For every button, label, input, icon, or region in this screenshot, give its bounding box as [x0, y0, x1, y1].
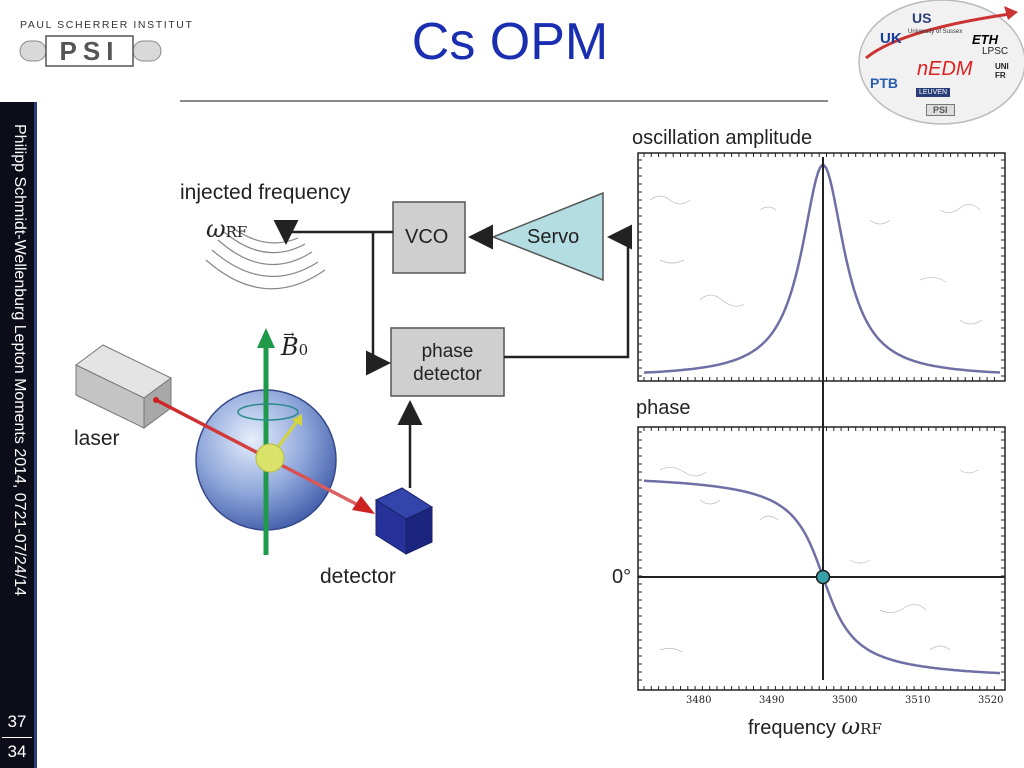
- servo-amplifier: [490, 191, 604, 282]
- badge-unifr: UNI FR: [995, 62, 1009, 80]
- omega-rf-label: ωRF: [206, 215, 248, 243]
- badge-us: US: [912, 10, 932, 26]
- page-divider: [2, 737, 32, 738]
- laser-label: laser: [74, 427, 120, 450]
- x-tick-label: 3490: [759, 695, 785, 706]
- amplitude-plot-frame: [637, 152, 1006, 382]
- rf-waves: [205, 225, 326, 290]
- title-rule: [180, 100, 828, 102]
- phase-plot-frame: [637, 426, 1006, 691]
- amplitude-plot-title: oscillation amplitude: [632, 127, 813, 149]
- phase-plot-title: phase: [636, 397, 691, 419]
- badge-lpsc: LPSC: [982, 46, 1009, 57]
- x-axis-label: frequency ωRF: [748, 714, 882, 740]
- x-tick-label: 3480: [686, 695, 712, 706]
- badge-sussex: University of Sussex: [908, 29, 963, 35]
- signal-lines: [273, 220, 632, 488]
- x-tick-label: 3520: [978, 695, 1004, 706]
- badge-uk: UK: [880, 30, 902, 47]
- laser-beam-arrowhead: [352, 496, 375, 514]
- x-tick-label: 3500: [832, 695, 858, 706]
- injected-frequency-label: injected frequency: [180, 181, 351, 204]
- phase-detector-label: phase detector: [413, 341, 482, 385]
- institute-name: PAUL SCHERRER INSTITUT: [20, 19, 194, 31]
- field-arrow-head: [257, 328, 275, 348]
- page-number: 37: [7, 712, 27, 731]
- page-total: 34: [7, 742, 27, 761]
- detector: [374, 487, 434, 555]
- x-axis-ticks: [638, 153, 1005, 690]
- badge-ptb: PTB: [870, 75, 898, 91]
- precession-orbit: [237, 403, 299, 421]
- presenter-info: Philipp Schmidt-Wellenburg Lepton Moment…: [11, 124, 28, 596]
- detector-label: detector: [320, 565, 396, 588]
- badge-psi: PSI: [926, 104, 955, 116]
- phase-zero-label: 0°: [612, 566, 632, 588]
- vco-box: [392, 201, 466, 274]
- atom: [255, 443, 285, 473]
- badge-leuven: LEUVEN: [916, 88, 951, 97]
- servo-label: Servo: [527, 226, 580, 248]
- sidebar: [0, 102, 37, 768]
- x-tick-label: 3510: [905, 695, 931, 706]
- vco-label: VCO: [405, 226, 449, 248]
- b0-label: →B0: [281, 327, 309, 361]
- operating-point-marker: [815, 569, 831, 585]
- laser: [75, 344, 172, 429]
- phase-detector-box: [390, 327, 505, 397]
- slide-title: Cs OPM: [411, 13, 609, 71]
- badge-nedm: nEDM: [917, 58, 973, 80]
- badge-eth: ETH: [972, 32, 998, 47]
- noise-contours: [649, 195, 983, 653]
